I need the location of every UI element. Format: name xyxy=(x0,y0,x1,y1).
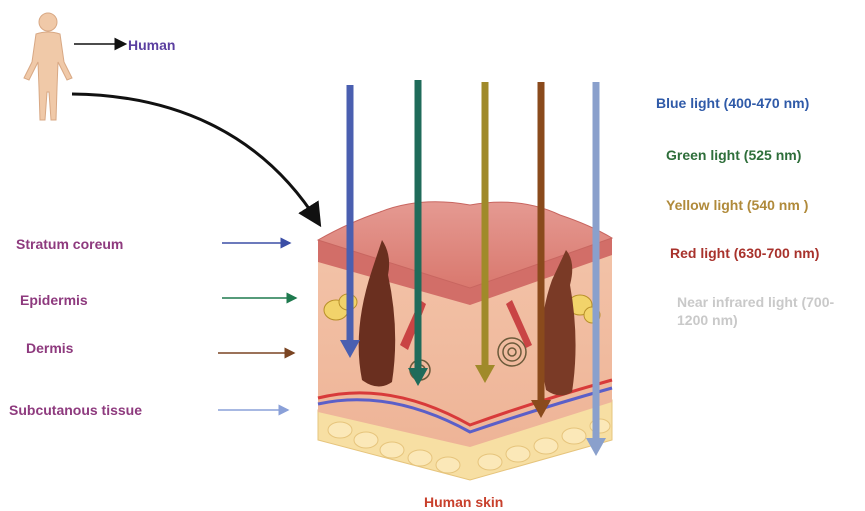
skin-block-illustration xyxy=(318,202,612,480)
layer-label-dermis: Dermis xyxy=(26,340,73,357)
light-label-yellow: Yellow light (540 nm ) xyxy=(666,197,808,214)
layer-label-subcutanous-tissue: Subcutanous tissue xyxy=(9,402,142,419)
layer-label-stratum-coreum: Stratum coreum xyxy=(16,236,123,253)
skin-title: Human skin xyxy=(424,494,503,511)
layer-label-epidermis: Epidermis xyxy=(20,292,88,309)
human-to-skin-arrow xyxy=(72,94,318,222)
light-label-near-infrared: Near infrared light (700-1200 nm) xyxy=(677,293,857,329)
human-figure-icon xyxy=(24,13,72,120)
light-label-red: Red light (630-700 nm) xyxy=(670,245,819,262)
light-label-green: Green light (525 nm) xyxy=(666,147,801,164)
light-label-blue: Blue light (400-470 nm) xyxy=(656,95,809,112)
nir-light-beam-head xyxy=(586,438,606,456)
human-label: Human xyxy=(128,37,175,54)
